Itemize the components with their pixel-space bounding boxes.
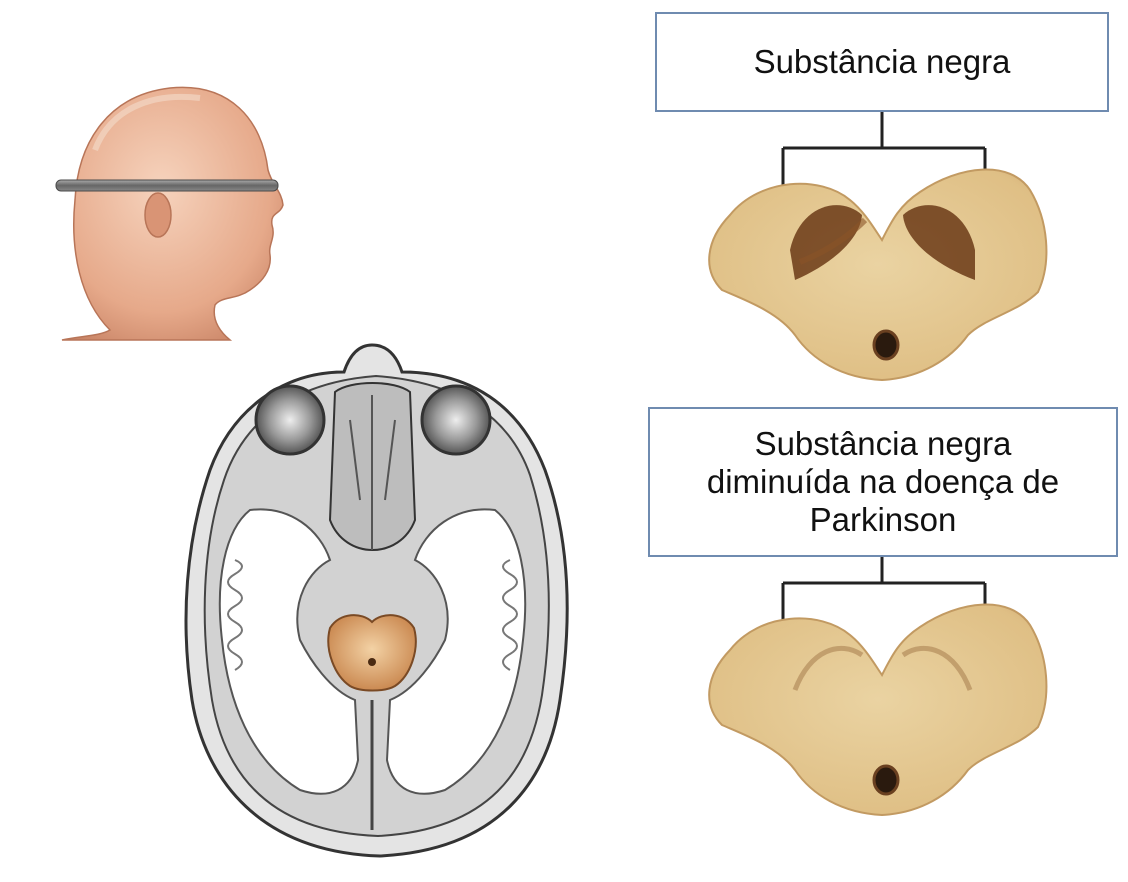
label-substantia-nigra-normal: Substância negra — [655, 12, 1109, 112]
head-profile-illustration — [56, 87, 283, 340]
midbrain-section-parkinson — [709, 605, 1046, 815]
label-text: Substância negra — [754, 43, 1011, 81]
axial-brain-section-illustration — [186, 345, 567, 856]
label-substantia-nigra-parkinson: Substância negra diminuída na doença de … — [648, 407, 1118, 557]
midbrain-section-normal — [709, 170, 1046, 380]
label-line-3: Parkinson — [810, 501, 957, 539]
label-line-2: diminuída na doença de — [707, 463, 1059, 501]
label-line-1: Substância negra — [755, 425, 1012, 463]
